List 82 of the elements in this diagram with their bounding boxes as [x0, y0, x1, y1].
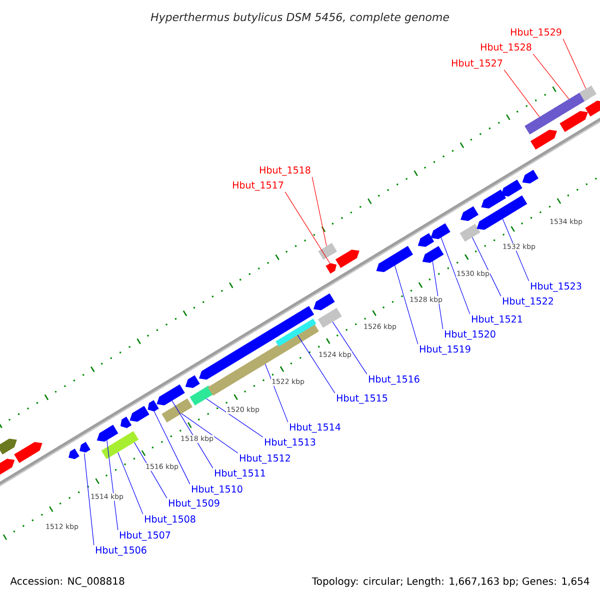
- gene-block: [130, 406, 150, 422]
- leader-line: [472, 236, 502, 296]
- leader-line: [532, 54, 570, 100]
- gene-block: [376, 246, 414, 272]
- gene-block: [500, 180, 522, 196]
- leader-line: [562, 38, 586, 90]
- gene-block: [156, 384, 185, 406]
- genome-info-text: Topology: circular; Length: 1,667,163 bp; Genes: 1,654: [312, 577, 590, 587]
- gene-label: Hbut_1518: [260, 166, 310, 176]
- gene-label: Hbut_1516: [369, 375, 420, 385]
- leader-line: [297, 334, 336, 394]
- gene-block: [0, 438, 17, 454]
- gene-bar: [208, 322, 319, 396]
- leader-line: [432, 261, 444, 330]
- gene-label: Hbut_1523: [531, 282, 582, 292]
- gene-block: [418, 233, 434, 247]
- gene-label: Hbut_1521: [472, 315, 522, 325]
- leader-line: [264, 364, 288, 422]
- gene-bar: [101, 436, 130, 460]
- gene-label: Hbut_1529: [511, 28, 562, 38]
- leader-line: [394, 265, 418, 344]
- gene-block: [313, 293, 335, 310]
- gene-label: Hbut_1506: [96, 546, 146, 556]
- gene-label: Hbut_1517: [233, 181, 284, 191]
- gene-label: Hbut_1512: [240, 454, 290, 464]
- gene-bar: [124, 431, 139, 445]
- gene-block: [185, 375, 200, 388]
- diagram-title: Hyperthermus butylicus DSM 5456, complete genome: [150, 12, 449, 24]
- gene-label: Hbut_1519: [420, 345, 470, 355]
- gene-label: Hbut_1513: [265, 438, 316, 448]
- leader-line: [134, 442, 168, 498]
- gene-block: [0, 458, 15, 478]
- gene-block: [530, 130, 557, 150]
- gene-block: [270, 306, 314, 336]
- gene-bar: [190, 386, 214, 406]
- gene-bar: [318, 242, 338, 260]
- gene-bar: [579, 85, 597, 102]
- gene-block: [326, 263, 337, 274]
- gene-label: Hbut_1508: [145, 515, 196, 525]
- gene-block: [96, 424, 118, 442]
- gene-block: [335, 250, 360, 268]
- gene-label: Hbut_1515: [337, 394, 388, 404]
- gene-block: [14, 442, 42, 463]
- gene-label: Hbut_1509: [169, 499, 220, 509]
- leader-line: [206, 398, 264, 438]
- leader-line: [84, 453, 94, 546]
- leader-line: [312, 176, 327, 246]
- gene-bar: [318, 308, 342, 328]
- accession-text: Accession: NC_008818: [10, 577, 124, 587]
- gene-label: Hbut_1528: [481, 43, 532, 53]
- leader-line: [332, 322, 368, 374]
- gene-block: [481, 190, 506, 208]
- leader-line: [440, 237, 470, 314]
- gene-block: [560, 110, 588, 132]
- gene-label: Hbut_1514: [290, 423, 340, 433]
- gene-block: [585, 100, 600, 116]
- gene-label: Hbut_1527: [452, 59, 502, 69]
- leader-line: [504, 70, 540, 118]
- gene-bar: [276, 318, 316, 347]
- gene-block: [120, 416, 132, 428]
- gene-block: [80, 442, 90, 452]
- gene-label: Hbut_1507: [120, 531, 170, 541]
- leader-line: [172, 400, 214, 468]
- gene-label: Hbut_1511: [215, 469, 266, 479]
- gene-block: [430, 223, 450, 240]
- gene-block: [68, 448, 80, 460]
- leader-line: [154, 411, 190, 484]
- gene-label: Hbut_1520: [445, 330, 496, 340]
- gene-block: [148, 400, 159, 412]
- gene-block: [460, 206, 479, 221]
- leader-line: [106, 440, 118, 530]
- gene-bar: [162, 398, 192, 423]
- gene-label: Hbut_1522: [503, 297, 553, 307]
- gene-bar: [460, 224, 480, 242]
- leader-line: [118, 452, 144, 514]
- gene-block: [522, 170, 539, 184]
- gene-label: Hbut_1510: [192, 485, 242, 495]
- gene-block: [422, 246, 444, 263]
- gene-block: [199, 328, 279, 380]
- gene-bar: [524, 107, 560, 135]
- leader-line: [181, 413, 238, 454]
- leader-line: [284, 192, 330, 264]
